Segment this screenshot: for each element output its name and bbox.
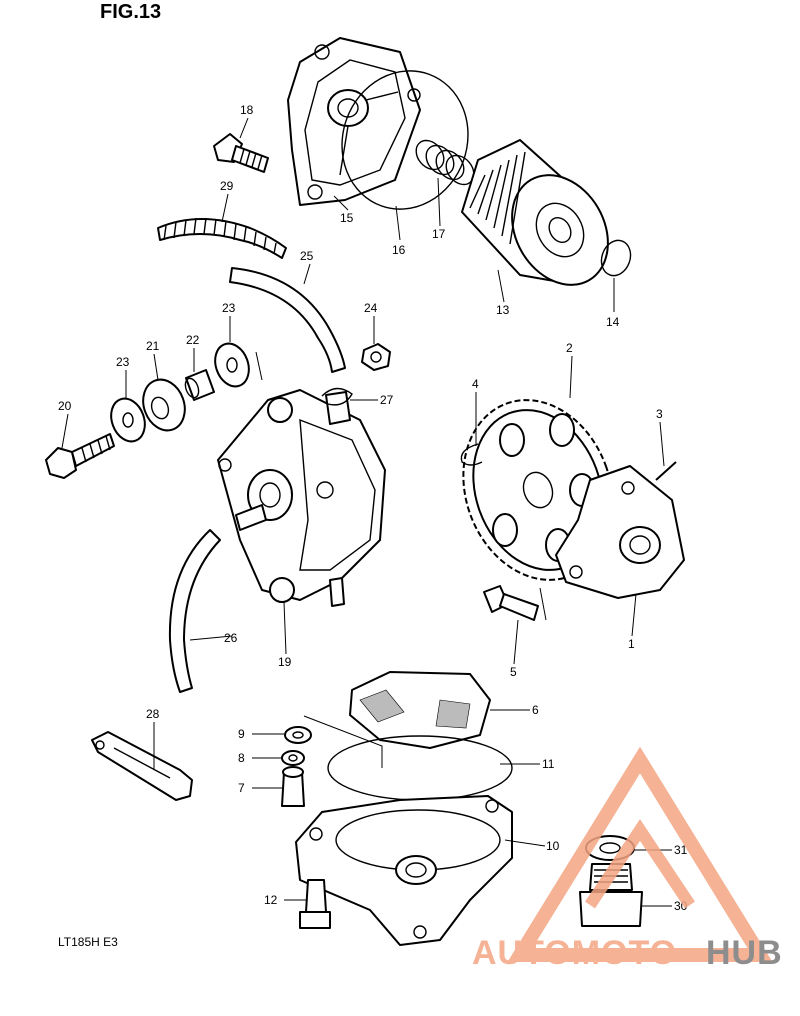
callout-29: 29 [220,179,234,193]
clip-27 [321,387,353,406]
watermark-word-part1: AUTOMOTO [472,934,677,972]
callout-31: 31 [674,843,688,857]
callout-26: 26 [224,631,238,645]
filter-cover [287,37,421,206]
washer-8 [281,750,305,766]
callout-12: 12 [264,893,278,907]
collar-22 [184,369,215,401]
callout-3: 3 [656,407,663,421]
bolt-12 [299,879,331,929]
pin-3 [655,461,677,481]
callout-numbers: 18 29 15 16 17 13 14 25 24 27 23 22 21 2… [58,103,688,913]
callout-22: 22 [186,333,200,347]
oil-sump-cover-10 [295,795,513,946]
callout-17: 17 [432,227,446,241]
callout-1: 1 [628,637,635,651]
callout-27: 27 [380,393,394,407]
callout-11: 11 [542,757,555,771]
o-ring-14 [600,239,632,277]
bracket-28 [91,731,193,801]
leader-lines [61,117,672,907]
watermark-word-part2: HUB [706,934,783,972]
callout-15: 15 [340,211,354,225]
circlip-4 [460,443,483,466]
callout-19: 19 [278,655,292,669]
callout-25: 25 [300,249,314,263]
washer-9 [284,726,312,744]
nut-24 [361,343,391,371]
bolt-7 [281,766,305,807]
callout-28: 28 [146,707,160,721]
washer-23-left [110,397,146,443]
callout-18: 18 [240,103,254,117]
spring-17 [415,139,475,186]
callout-14: 14 [606,315,620,329]
spring-29 [157,217,287,259]
callout-2: 2 [566,341,573,355]
bolt-20 [45,433,115,479]
callout-24: 24 [364,301,378,315]
oil-strainer-6 [349,671,491,749]
callout-13: 13 [496,303,510,317]
watermark-triangle [507,746,773,962]
hose-26 [168,529,221,693]
screw-5 [483,585,539,621]
watermark-logo: AUTOMOTO HUB [472,746,783,972]
callout-7: 7 [238,781,245,795]
callout-20: 20 [58,399,72,413]
callout-9: 9 [238,727,245,741]
callout-5: 5 [510,665,517,679]
callout-23-left: 23 [116,355,130,369]
figure-title: FIG.13 [100,1,161,23]
oil-pump-body-1 [555,465,685,599]
figure-caption: LT185H E3 [58,935,118,949]
callout-8: 8 [238,751,245,765]
damper-21 [142,378,186,432]
bolt-18 [213,133,269,173]
oil-filter-13 [461,139,609,286]
callout-4: 4 [472,377,479,391]
hose-25 [229,267,346,373]
washer-23-right [214,342,250,388]
callout-21: 21 [146,339,160,353]
fuel-pump-19 [217,389,386,607]
watermark-inner-mark [585,819,695,909]
callout-16: 16 [392,243,406,257]
callout-23-right: 23 [222,301,236,315]
callout-6: 6 [532,703,539,717]
o-ring-16 [341,70,469,210]
callout-10: 10 [546,839,560,853]
